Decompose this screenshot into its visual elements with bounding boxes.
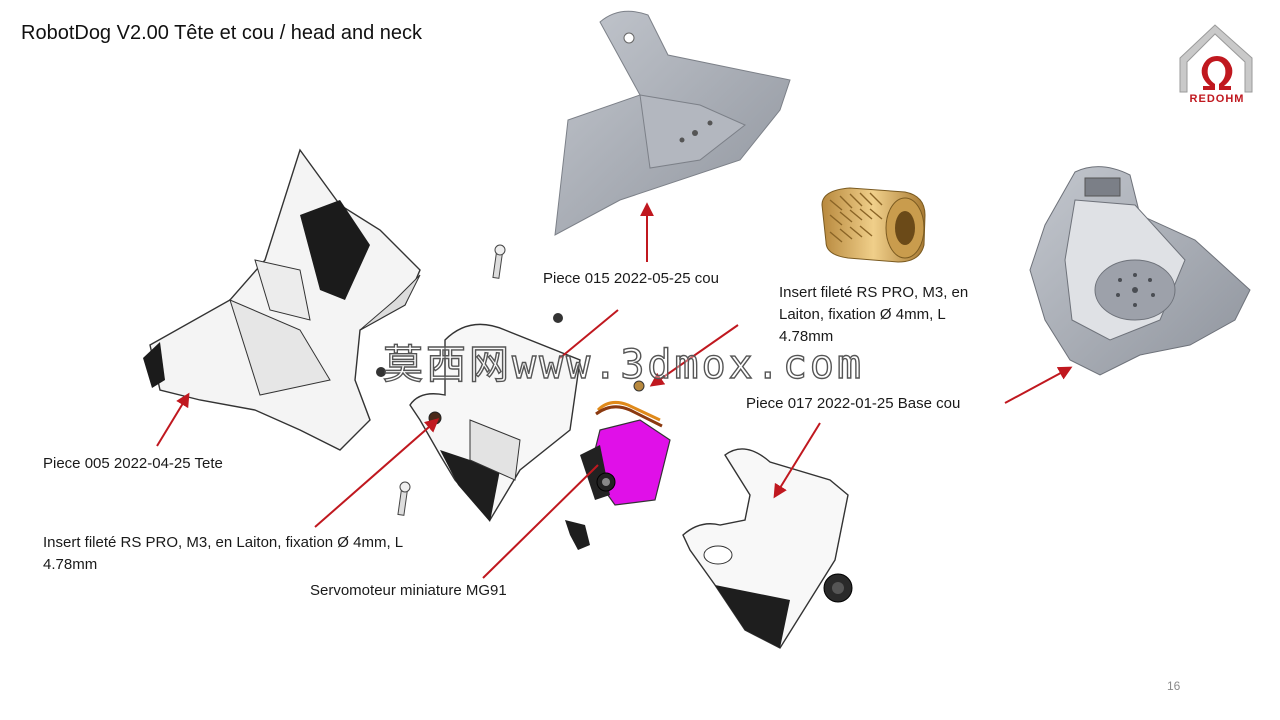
label-servo: Servomoteur miniature MG91 xyxy=(310,582,507,599)
arrow-servo xyxy=(482,464,599,579)
label-piece-017: Piece 017 2022-01-25 Base cou xyxy=(746,395,961,412)
arrow-piece-017-render xyxy=(1004,366,1073,404)
arrow-insert-left xyxy=(314,418,440,528)
callout-arrows xyxy=(156,202,1073,579)
piece-017-base-part xyxy=(682,448,853,649)
label-piece-005: Piece 005 2022-04-25 Tete xyxy=(43,455,223,472)
neck-bracket-part xyxy=(409,323,581,522)
logo-text: REDOHM xyxy=(1190,93,1245,105)
piece-005-head-part xyxy=(143,148,421,451)
screws xyxy=(376,244,563,516)
label-piece-015: Piece 015 2022-05-25 cou xyxy=(543,270,719,287)
label-insert-left: Insert fileté RS PRO, M3, en Laiton, fix… xyxy=(43,534,403,573)
watermark: 莫西网www.3dmox.com xyxy=(382,341,865,388)
arrow-piece-017-base xyxy=(773,422,821,499)
brass-insert-part xyxy=(821,187,926,263)
arrow-piece-005 xyxy=(156,392,190,447)
piece-015-neck-part xyxy=(554,10,791,236)
redohm-logo: REDOHM xyxy=(1179,24,1253,105)
arrow-piece-015-secondary xyxy=(559,309,619,359)
servo-mg91-part xyxy=(565,400,671,550)
small-insert-part xyxy=(633,380,645,392)
slide-title: RobotDog V2.00 Tête et cou / head and ne… xyxy=(21,22,423,44)
arrow-insert-right xyxy=(649,324,739,387)
page-number: 16 xyxy=(1167,679,1181,693)
piece-017-render-part xyxy=(1029,166,1251,376)
label-insert-right: Insert fileté RS PRO, M3, en Laiton, fix… xyxy=(779,284,969,345)
